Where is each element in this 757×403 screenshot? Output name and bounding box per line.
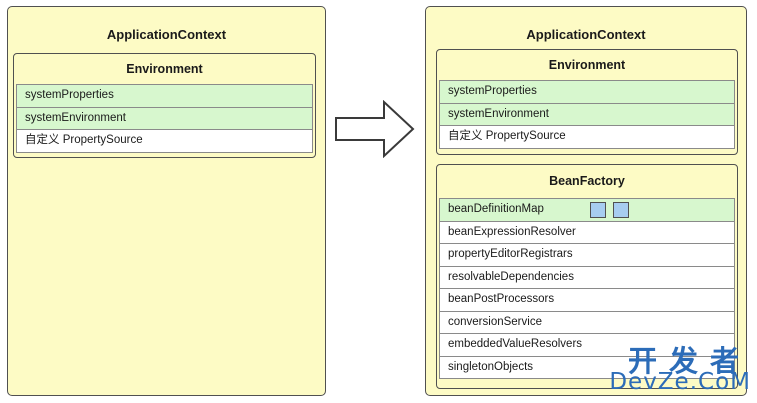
left-env-row-system-environment: systemEnvironment [16,107,313,130]
bean-factory-rows: beanDefinitionMap beanExpressionResolver… [439,198,735,379]
watermark-line-2: DevZe.CoM [609,369,751,395]
bean-definition-square-icon [613,202,629,218]
bean-row-label: beanDefinitionMap [448,203,544,215]
watermark-line-1: 开发者 [627,344,751,378]
bean-row-resolvable-dependencies: resolvableDependencies [439,266,735,289]
bean-factory-panel: BeanFactory beanDefinitionMap beanExpres… [436,164,738,389]
bean-row-conversion-service: conversionService [439,311,735,334]
left-environment-title: Environment [126,62,203,76]
left-env-row-system-properties: systemProperties [16,85,313,108]
left-application-context: ApplicationContext Environment systemPro… [7,6,326,396]
right-application-context: ApplicationContext Environment systemPro… [425,6,747,396]
bean-row-bean-expression-resolver: beanExpressionResolver [439,221,735,244]
right-env-row-custom-property-source: 自定义 PropertySource [439,126,735,149]
right-env-row-system-properties: systemProperties [439,81,735,104]
bean-definition-square-icon [590,202,606,218]
bean-row-embedded-value-resolvers: embeddedValueResolvers [439,334,735,357]
right-context-title: ApplicationContext [526,27,646,42]
right-environment-title: Environment [548,58,626,72]
left-context-title: ApplicationContext [106,27,227,42]
right-env-row-system-environment: systemEnvironment [439,103,735,126]
right-arrow-icon [335,100,415,158]
left-environment-panel: Environment systemProperties systemEnvir… [13,53,316,158]
bean-factory-title: BeanFactory [549,174,625,188]
bean-row-singleton-objects: singletonObjects [439,356,735,379]
right-environment-panel: Environment systemProperties systemEnvir… [436,49,738,155]
bean-row-property-editor-registrars: propertyEditorRegistrars [439,244,735,267]
left-environment-rows: systemProperties systemEnvironment 自定义 P… [16,84,313,153]
bean-row-bean-definition-map: beanDefinitionMap [439,199,735,222]
bean-row-bean-post-processors: beanPostProcessors [439,289,735,312]
right-environment-rows: systemProperties systemEnvironment 自定义 P… [439,80,735,149]
left-env-row-custom-property-source: 自定义 PropertySource [16,130,313,153]
